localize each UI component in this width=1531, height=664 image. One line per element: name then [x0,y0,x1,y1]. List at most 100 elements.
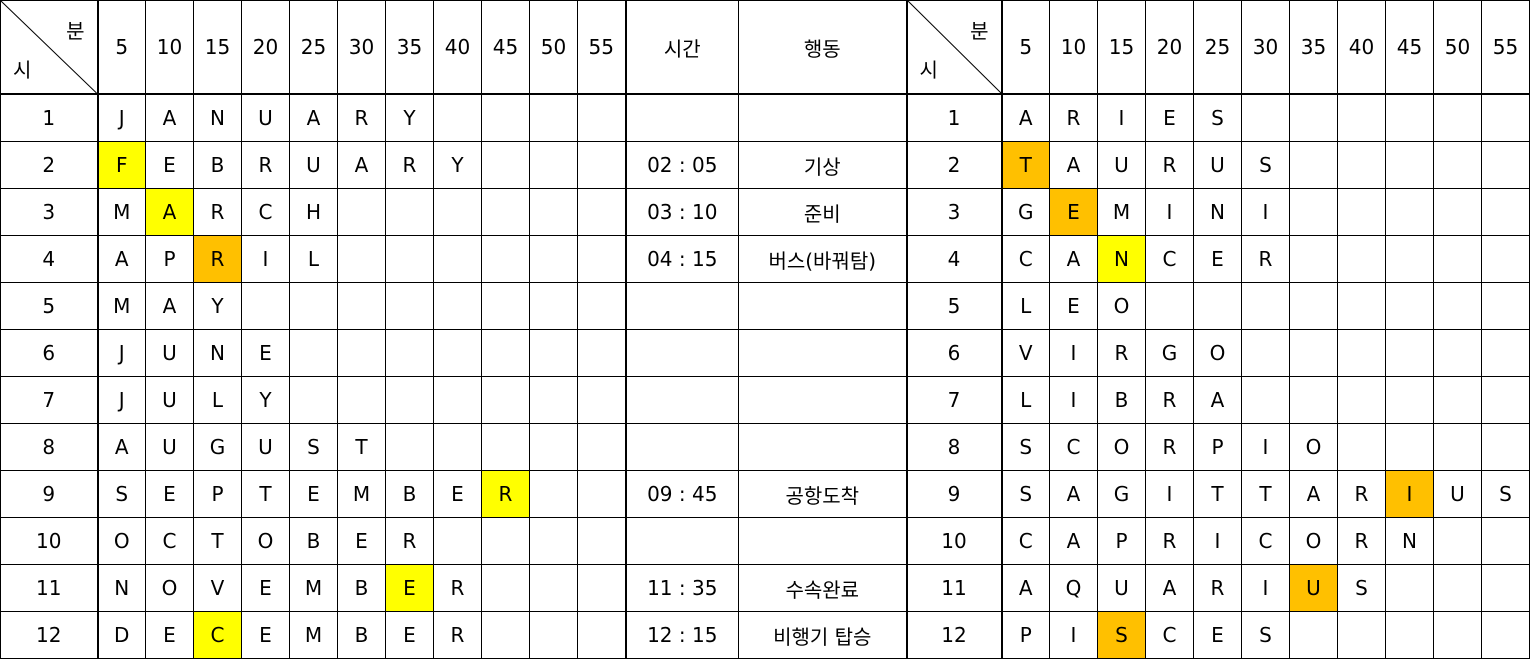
schedule-action-cell [738,93,907,142]
schedule-time-cell [624,329,739,377]
zodiac-letter-cell [1289,611,1338,659]
zodiac-letter-cell: A [1145,564,1194,612]
zodiac-minute-header: 20 [1145,0,1194,95]
zodiac-letter-cell: S [1241,141,1290,189]
zodiac-letter-cell: U [1289,564,1338,612]
zodiac-letter-cell: R [1337,517,1386,565]
zodiac-minute-header: 25 [1193,0,1242,95]
month-letter-cell [481,517,530,565]
month-letter-cell [337,235,386,283]
month-letter-cell [529,423,578,471]
schedule-time-cell: 09 : 45 [624,470,739,518]
month-letter-cell: O [145,564,194,612]
month-letter-cell: E [385,564,434,612]
month-letter-cell: Y [193,282,242,330]
zodiac-minute-header: 10 [1049,0,1098,95]
months-hour-cell: 3 [0,188,98,236]
zodiac-letter-cell: N [1193,188,1242,236]
zodiac-letter-cell [1337,282,1386,330]
month-letter-cell: B [385,470,434,518]
months-hour-cell: 7 [0,376,98,424]
zodiac-letter-cell: I [1049,376,1098,424]
month-letter-cell: T [337,423,386,471]
months-diagonal-line [1,1,97,93]
schedule-time-cell: 02 : 05 [624,141,739,189]
month-letter-cell: R [193,235,242,283]
months-hour-cell: 2 [0,141,98,189]
zodiac-letter-cell: L [1000,376,1050,424]
zodiac-hour-cell: 5 [905,282,1002,330]
month-letter-cell [577,188,626,236]
zodiac-letter-cell [1289,376,1338,424]
zodiac-diagonal-line [908,1,1001,93]
month-letter-cell: U [289,141,338,189]
month-letter-cell: R [481,470,530,518]
zodiac-letter-cell: C [1145,611,1194,659]
month-letter-cell: O [96,517,146,565]
months-hour-cell: 8 [0,423,98,471]
zodiac-letter-cell [1337,329,1386,377]
zodiac-letter-cell [1337,188,1386,236]
schedule-time-cell [624,376,739,424]
months-hour-cell: 4 [0,235,98,283]
month-letter-cell [577,517,626,565]
zodiac-letter-cell [1289,235,1338,283]
zodiac-letter-cell: R [1193,564,1242,612]
month-letter-cell: N [96,564,146,612]
month-letter-cell: M [289,611,338,659]
month-letter-cell [577,470,626,518]
zodiac-hour-cell: 10 [905,517,1002,565]
schedule-action-cell [738,376,907,424]
zodiac-letter-cell: E [1193,611,1242,659]
month-letter-cell: B [337,611,386,659]
zodiac-letter-cell: R [1145,376,1194,424]
zodiac-hour-cell: 1 [905,93,1002,142]
zodiac-letter-cell [1337,235,1386,283]
month-letter-cell: E [145,141,194,189]
schedule-time-cell [624,517,739,565]
months-hour-cell: 12 [0,611,98,659]
zodiac-letter-cell [1481,93,1530,142]
month-letter-cell: A [337,141,386,189]
zodiac-letter-cell [1289,188,1338,236]
month-letter-cell: Y [241,376,290,424]
month-letter-cell: E [289,470,338,518]
month-letter-cell [481,423,530,471]
zodiac-hour-cell: 3 [905,188,1002,236]
month-letter-cell [529,235,578,283]
zodiac-hour-cell: 11 [905,564,1002,612]
zodiac-letter-cell [1481,329,1530,377]
month-letter-cell: L [289,235,338,283]
zodiac-letter-cell: A [1000,564,1050,612]
zodiac-letter-cell [1433,517,1482,565]
month-letter-cell [577,329,626,377]
zodiac-letter-cell [1433,235,1482,283]
month-letter-cell: O [241,517,290,565]
zodiac-letter-cell: B [1097,376,1146,424]
month-letter-cell [577,141,626,189]
zodiac-letter-cell: V [1000,329,1050,377]
schedule-action-cell [738,423,907,471]
zodiac-letter-cell: N [1097,235,1146,283]
zodiac-minute-header: 55 [1481,0,1530,95]
month-letter-cell: B [193,141,242,189]
zodiac-letter-cell [1385,376,1434,424]
zodiac-letter-cell: S [1241,611,1290,659]
month-letter-cell: B [289,517,338,565]
months-hour-cell: 6 [0,329,98,377]
months-hour-cell: 5 [0,282,98,330]
months-minute-header: 50 [529,0,578,95]
zodiac-letter-cell: S [1481,470,1530,518]
zodiac-letter-cell [1385,93,1434,142]
zodiac-letter-cell: U [1433,470,1482,518]
zodiac-letter-cell: E [1145,93,1194,142]
zodiac-letter-cell: I [1241,423,1290,471]
zodiac-letter-cell: R [1337,470,1386,518]
month-letter-cell: S [96,470,146,518]
month-letter-cell: M [96,188,146,236]
zodiac-letter-cell [1241,329,1290,377]
month-letter-cell: E [337,517,386,565]
month-letter-cell [529,93,578,142]
